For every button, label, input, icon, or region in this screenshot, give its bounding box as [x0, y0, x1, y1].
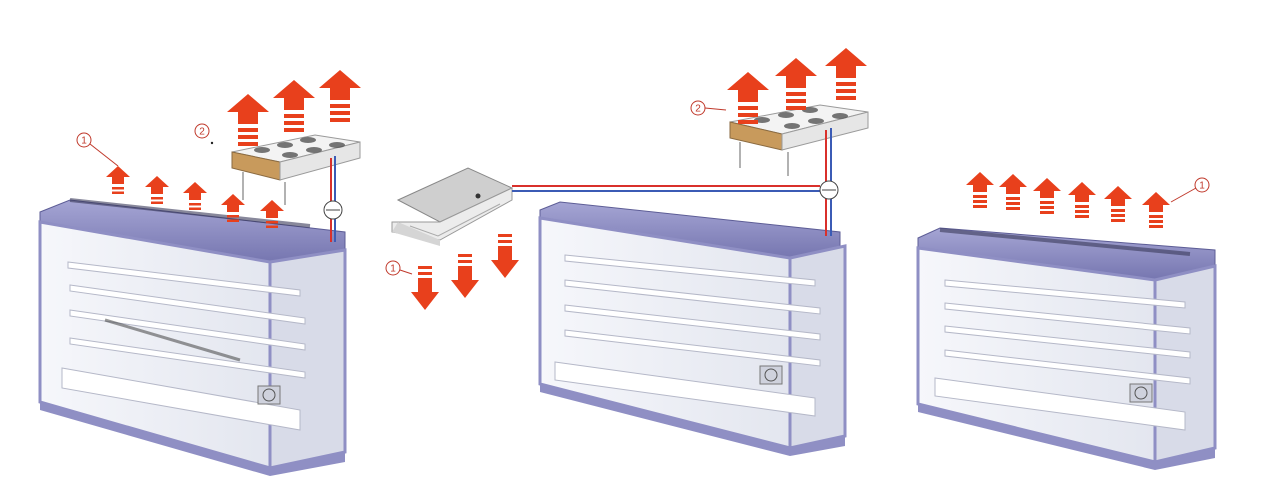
arrow-up-icon — [1033, 178, 1061, 214]
arrow-up-icon — [319, 70, 361, 122]
arrow-up-icon — [1104, 186, 1132, 222]
middle-condenser-callout: 2 — [690, 100, 727, 116]
cassette-cold-arrows — [411, 234, 519, 310]
arrow-up-icon — [183, 182, 207, 210]
arrow-up-icon — [145, 176, 169, 204]
arrow-up-icon — [1142, 192, 1170, 228]
left-condenser-callout: 2 — [194, 123, 214, 145]
arrow-up-icon — [227, 94, 269, 146]
valve-icon — [819, 180, 839, 200]
right-cabinet-callout: 1 — [1170, 177, 1210, 203]
left-refrigerant-piping — [323, 156, 343, 242]
arrow-up-icon — [775, 58, 817, 110]
cassette-callout: 1 — [385, 260, 413, 276]
callout-number: 1 — [390, 264, 396, 275]
left-display-cabinet — [38, 198, 347, 476]
middle-display-cabinet — [538, 201, 847, 456]
callout-number: 2 — [199, 127, 205, 138]
arrow-up-icon — [273, 80, 315, 132]
middle-cabinet-shelves — [554, 254, 821, 417]
cassette-refrigerant-piping — [512, 185, 820, 192]
left-cabinet-shelves — [61, 261, 306, 431]
valve-icon — [323, 200, 343, 220]
left-cabinet-callout: 1 — [76, 132, 119, 167]
arrow-up-icon — [966, 172, 994, 208]
right-cabinet-shelves — [934, 279, 1191, 431]
middle-refrigerant-piping — [819, 128, 839, 236]
arrow-up-icon — [106, 166, 130, 194]
arrow-up-icon — [1068, 182, 1096, 218]
arrow-down-icon — [451, 254, 479, 298]
ceiling-cassette-unit — [391, 167, 514, 246]
left-condenser-heat-arrows — [227, 70, 361, 146]
callout-number: 2 — [695, 104, 701, 115]
callout-number: 1 — [1199, 181, 1205, 192]
arrow-up-icon — [999, 174, 1027, 210]
right-cabinet-heat-arrows — [966, 172, 1170, 228]
right-display-cabinet — [916, 227, 1217, 470]
left-condenser-unit — [231, 134, 361, 205]
arrow-down-icon — [411, 266, 439, 310]
arrow-up-icon — [825, 48, 867, 100]
callout-number: 1 — [81, 136, 87, 147]
arrow-down-icon — [491, 234, 519, 278]
